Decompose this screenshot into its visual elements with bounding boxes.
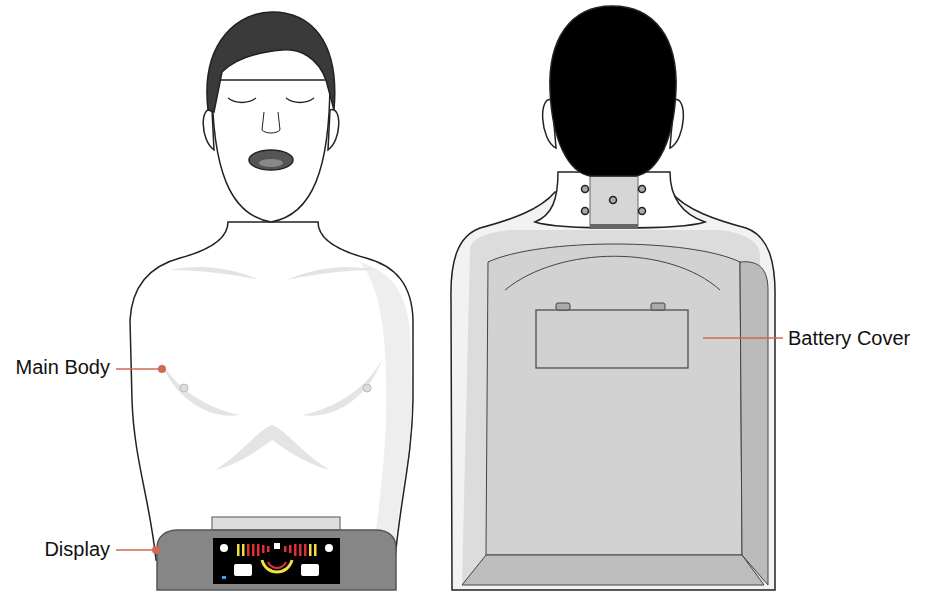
back-manikin <box>451 6 775 590</box>
part-label: Battery Cover <box>788 326 910 350</box>
part-label: Main Body <box>16 355 111 379</box>
front-manikin <box>130 12 413 590</box>
leader-lines <box>116 338 783 554</box>
part-label: Display <box>44 537 110 561</box>
display-screen-icons <box>220 543 333 579</box>
